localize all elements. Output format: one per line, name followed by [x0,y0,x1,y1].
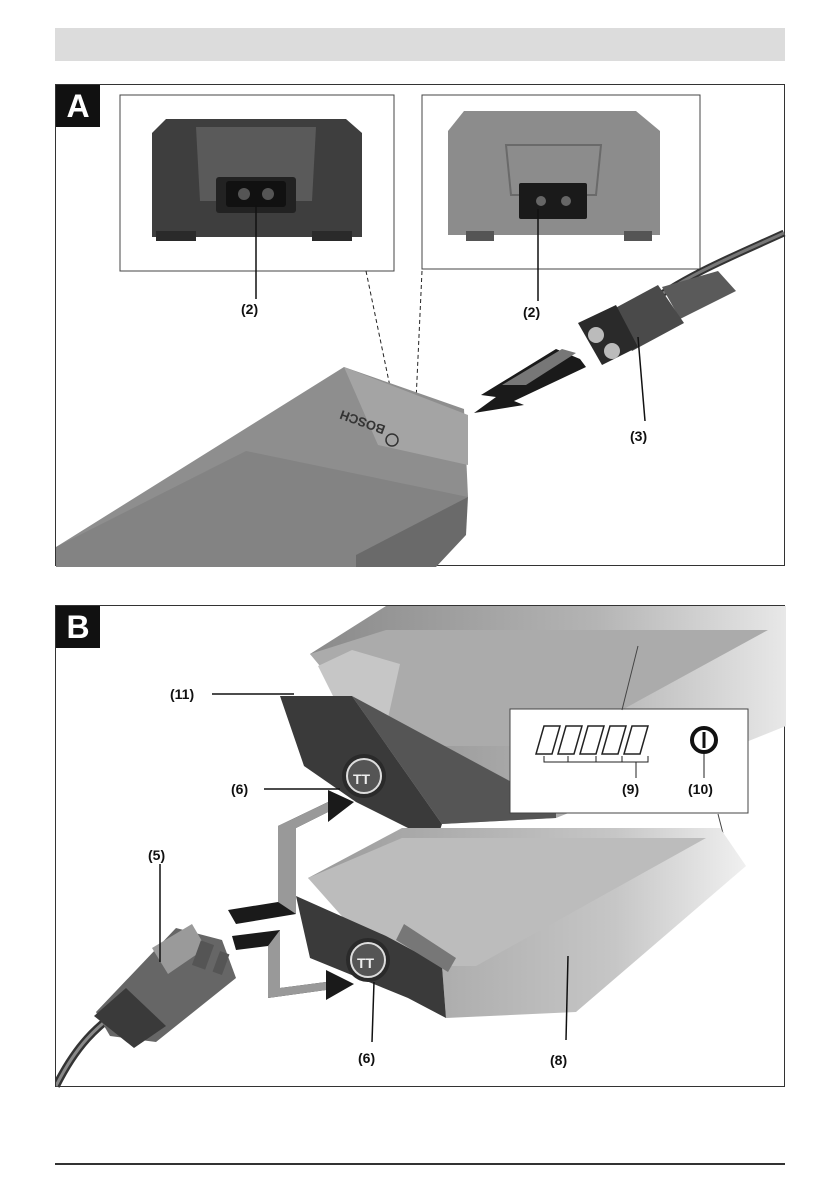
charging-port-lower: TT [346,938,390,982]
panel-letter-b: B [56,606,100,648]
footer-rule [55,1163,785,1165]
display-inset [510,709,748,813]
charger-back-dark [152,119,362,241]
illustration-a: (2) (2) BOSCH [56,85,786,567]
charger-plug [56,924,236,1086]
callout-power-cable: (3) [630,428,647,444]
charger-body: BOSCH [56,367,468,567]
battery-lower [296,828,746,1018]
callout-onoff-button: (10) [688,781,713,797]
callout-battery-bottom: (8) [550,1052,567,1068]
port-pins-icon: TT [353,771,371,787]
port-pins-icon: TT [357,955,375,971]
panel-letter-a: A [56,85,100,127]
callout-battery-top: (11) [170,686,194,702]
figure-panel-a: (2) (2) BOSCH [55,84,785,566]
callout-port-upper: (6) [231,781,248,797]
callout-charger-plug: (5) [148,847,165,863]
callout-socket-right: (2) [523,304,540,320]
insert-arrow-icon [474,349,586,413]
illustration-b: (9) (10) TT (6) TT (6) [56,606,786,1088]
header-bar [55,28,785,61]
callout-charge-leds: (9) [622,781,639,797]
figure-panel-b: (9) (10) TT (6) TT (6) [55,605,785,1087]
charging-port-upper: TT [342,754,386,798]
callout-socket-left: (2) [241,301,258,317]
charger-back-grey [448,111,660,241]
callout-port-lower: (6) [358,1050,375,1066]
